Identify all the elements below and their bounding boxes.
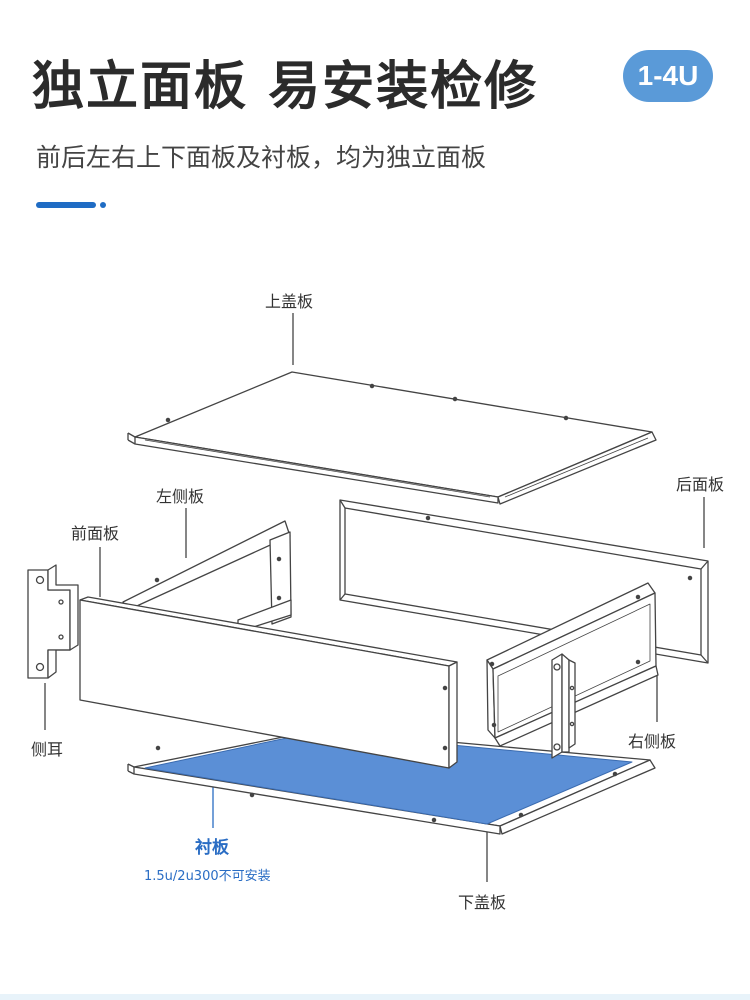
left-side-panel bbox=[122, 520, 292, 633]
liner-board bbox=[144, 731, 633, 825]
size-badge: 1-4U bbox=[623, 50, 713, 102]
label-right-side: 右侧板 bbox=[628, 732, 677, 751]
label-front-panel: 前面板 bbox=[71, 524, 120, 543]
accent-dot bbox=[100, 202, 106, 208]
page-subtitle: 前后左右上下面板及衬板，均为独立面板 bbox=[36, 143, 487, 172]
label-left-side: 左侧板 bbox=[156, 487, 205, 506]
label-liner: 衬板 bbox=[195, 838, 229, 858]
accent-bar bbox=[36, 202, 96, 208]
left-side-ear bbox=[27, 564, 79, 679]
bottom-strip bbox=[0, 994, 750, 1000]
page-title: 独立面板 易安装检修 bbox=[32, 57, 539, 117]
label-top-cover: 上盖板 bbox=[265, 292, 314, 311]
liner-note: 1.5u/2u300不可安装 bbox=[144, 869, 271, 884]
front-panel bbox=[79, 596, 458, 769]
label-rear-panel: 后面板 bbox=[676, 475, 725, 494]
label-side-ear: 侧耳 bbox=[31, 740, 64, 759]
label-bottom-cover: 下盖板 bbox=[458, 893, 507, 912]
top-cover-panel bbox=[127, 371, 657, 505]
right-side-ear bbox=[551, 653, 576, 759]
